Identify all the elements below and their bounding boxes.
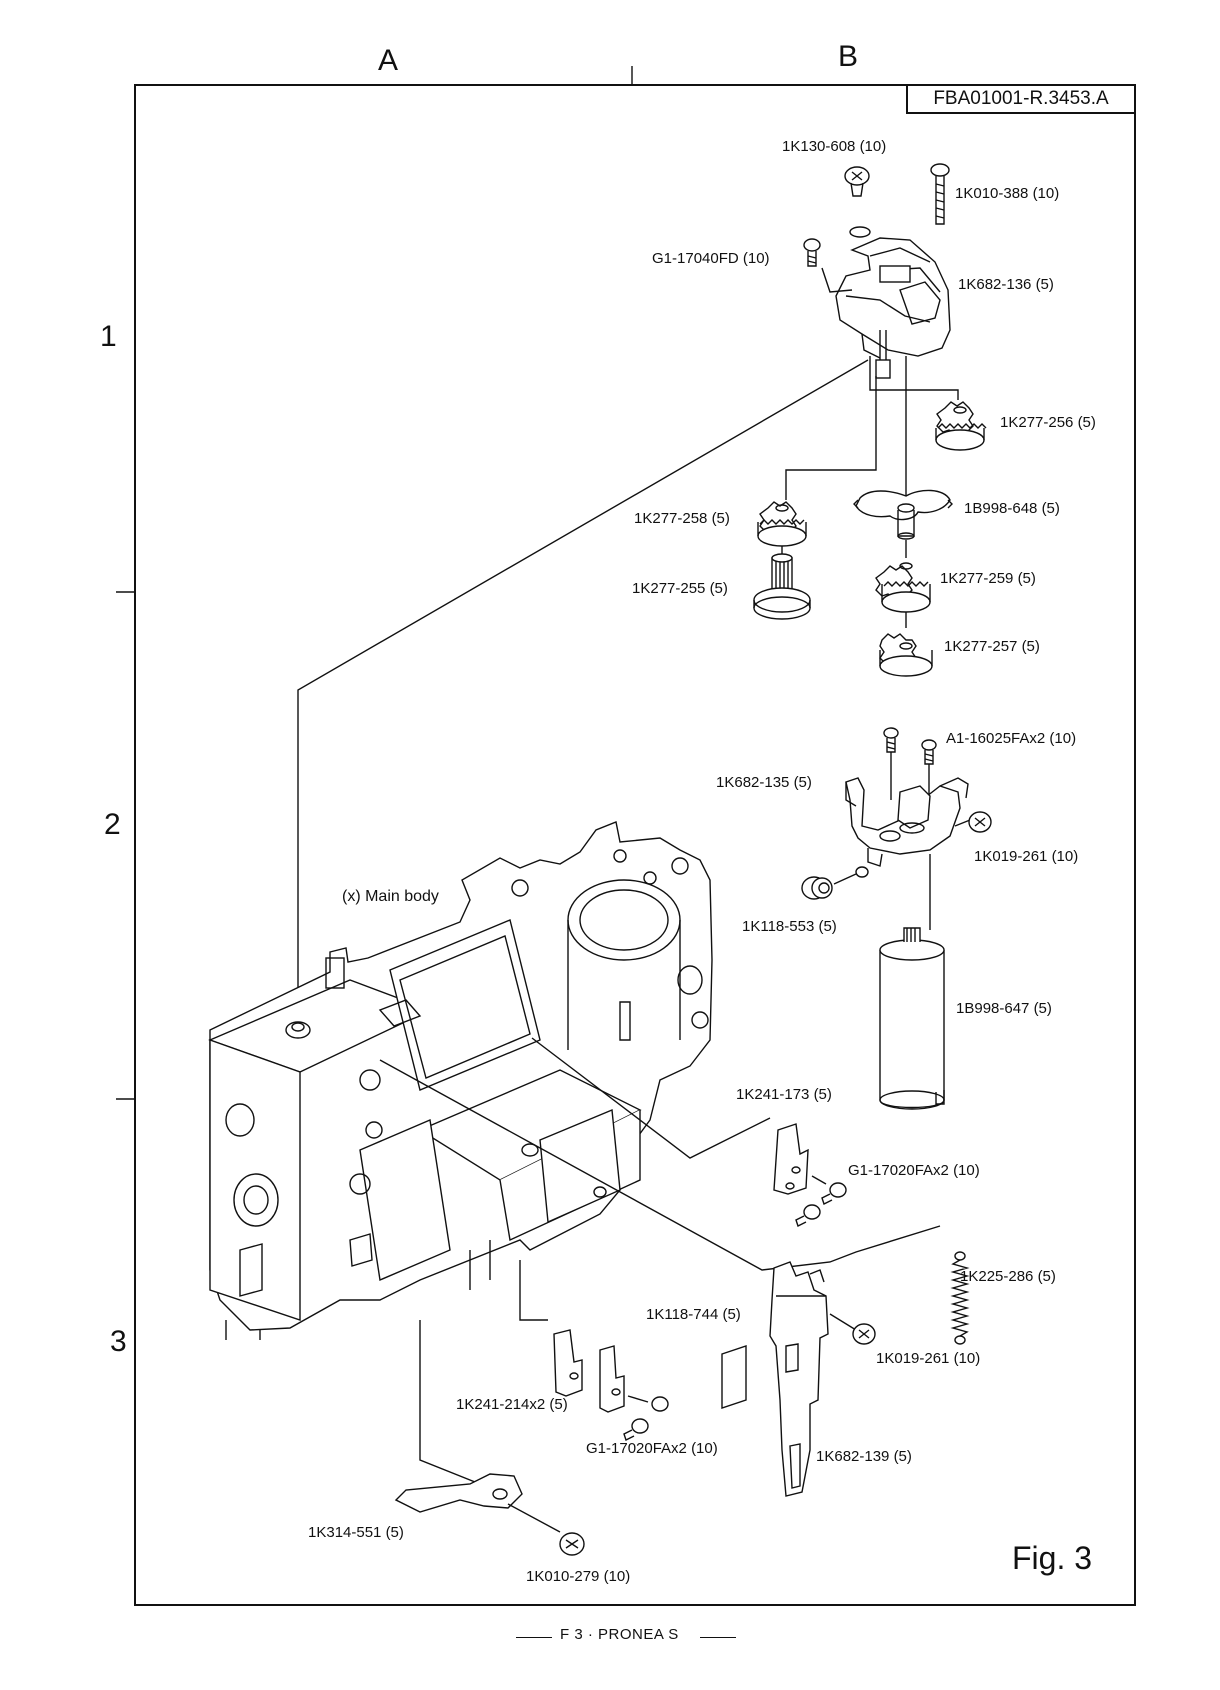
screw-g1-17020fa-upper-icon — [795, 1182, 847, 1227]
spring-1k225-286-icon — [950, 1251, 970, 1345]
gear-1k277-259-icon — [875, 562, 931, 613]
part-label-1b998-647: 1B998-647 (5) — [956, 1000, 1052, 1017]
column-label-a: A — [378, 44, 399, 77]
motor-bracket-1k682-135-icon — [845, 777, 969, 930]
drawing-frame — [134, 84, 1136, 1606]
part-label-1k118-744: 1K118-744 (5) — [646, 1306, 741, 1323]
motor-1b998-647-icon — [879, 927, 945, 1110]
lever-1k314-551-icon — [394, 1473, 561, 1533]
row-label-2: 2 — [104, 808, 121, 841]
plate-1k241-214-icon — [553, 1329, 625, 1413]
column-label-b: B — [838, 40, 859, 73]
part-label-1k241-214: 1K241-214x2 (5) — [456, 1396, 568, 1413]
part-label-g1-17020fa-upper: G1-17020FAx2 (10) — [848, 1162, 980, 1179]
screw-1k010-388-icon — [930, 163, 950, 225]
main-body-label: (x) Main body — [342, 888, 439, 905]
part-label-1k277-257: 1K277-257 (5) — [944, 638, 1040, 655]
part-label-1k130-608: 1K130-608 (10) — [782, 138, 887, 155]
part-label-a1-16025fa: A1-16025FAx2 (10) — [946, 730, 1077, 747]
screw-1k019-261-lower-icon — [829, 1313, 876, 1345]
lever-1k682-139-icon — [769, 1261, 829, 1497]
part-label-1k277-258: 1K277-258 (5) — [634, 510, 730, 527]
screw-g1-17020fa-lower-icon — [623, 1395, 669, 1441]
gear-1k277-258-icon — [757, 501, 807, 547]
gear-1k277-257-icon — [879, 633, 933, 677]
part-label-1k019-261-upper: 1K019-261 (10) — [974, 848, 1079, 865]
plate-1k118-744-icon — [721, 1345, 747, 1409]
figure-label: Fig. 3 — [1012, 1540, 1093, 1576]
part-label-1b998-648: 1B998-648 (5) — [964, 500, 1060, 517]
gear-1k277-256-icon — [935, 401, 987, 451]
row-label-3: 3 — [110, 1325, 127, 1358]
screw-1k010-279-icon — [559, 1532, 585, 1556]
body-details — [225, 849, 709, 1340]
part-label-1k241-173: 1K241-173 (5) — [736, 1086, 832, 1103]
part-label-g1-17020fa-lower: G1-17020FAx2 (10) — [586, 1440, 718, 1457]
row-label-1: 1 — [100, 320, 117, 353]
part-label-1k682-139: 1K682-139 (5) — [816, 1448, 912, 1465]
gear-1k277-255-icon — [753, 553, 811, 620]
part-label-1k277-256: 1K277-256 (5) — [1000, 414, 1096, 431]
part-label-1k314-551: 1K314-551 (5) — [308, 1524, 404, 1541]
gear-housing-top-icon — [835, 237, 951, 379]
footer-rule-left — [516, 1637, 552, 1638]
drawing-code: FBA01001-R.3453.A — [906, 84, 1136, 114]
page-footer: F 3 · PRONEA S — [560, 1626, 679, 1643]
footer-rule-right — [700, 1637, 736, 1638]
part-label-1k225-286: 1K225-286 (5) — [960, 1268, 1056, 1285]
main-body-icon — [208, 821, 713, 1331]
part-label-1k118-553: 1K118-553 (5) — [742, 918, 837, 935]
part-label-1k682-135: 1K682-135 (5) — [716, 774, 812, 791]
part-label-1k010-388: 1K010-388 (10) — [955, 185, 1060, 202]
part-label-g1-17040fd: G1-17040FD (10) — [652, 250, 770, 267]
part-label-1k277-255: 1K277-255 (5) — [632, 580, 728, 597]
gear-lever-1b998-648-icon — [853, 489, 953, 540]
screw-g1-17040fd-icon — [803, 238, 853, 293]
plate-1k241-173-icon — [773, 1123, 827, 1195]
bushing-1k118-553-icon — [801, 866, 869, 900]
screw-1k130-608-icon — [844, 166, 871, 238]
part-label-1k682-136: 1K682-136 (5) — [958, 276, 1054, 293]
part-label-1k010-279: 1K010-279 (10) — [526, 1568, 631, 1585]
part-label-1k019-261-lower: 1K019-261 (10) — [876, 1350, 981, 1367]
screw-1k019-261-upper-icon — [954, 811, 992, 833]
part-label-1k277-259: 1K277-259 (5) — [940, 570, 1036, 587]
